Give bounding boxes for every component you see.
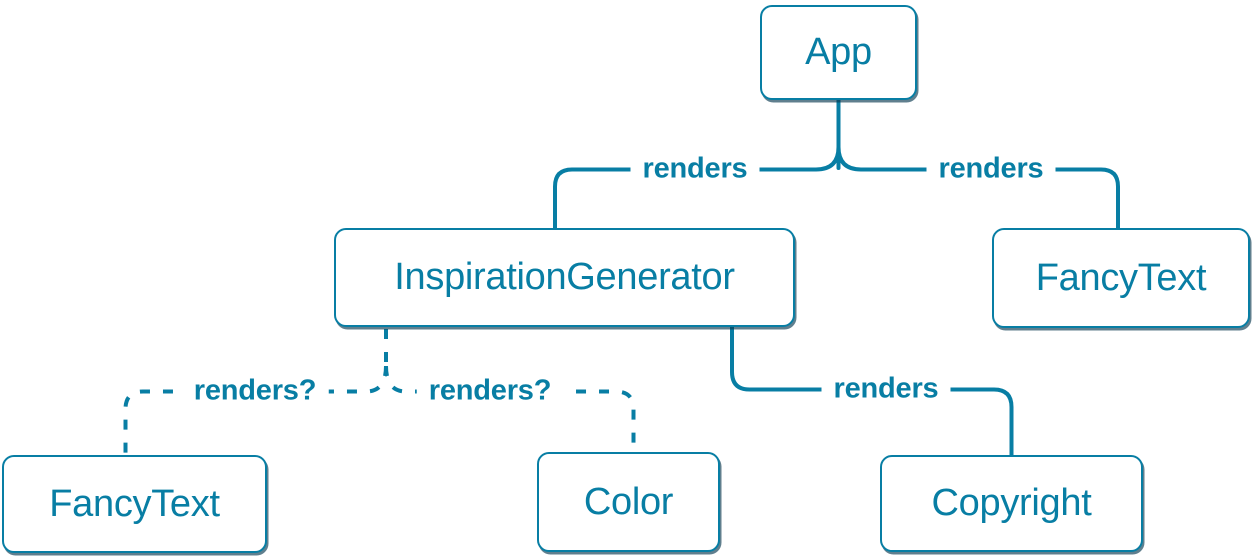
edge-label-renders-inspirationgenerator: renders — [630, 151, 760, 187]
node-fancy-text-bottom: FancyText — [2, 455, 267, 553]
node-copyright: Copyright — [880, 455, 1143, 552]
node-inspiration-generator: InspirationGenerator — [334, 228, 795, 327]
edge-label-renders-fancytext: renders — [926, 151, 1056, 187]
edge-label-renders-copyright: renders — [821, 371, 951, 407]
node-color-label: Color — [583, 480, 674, 523]
node-fancy-text-top: FancyText — [992, 228, 1250, 328]
node-copyright-label: Copyright — [931, 482, 1092, 524]
edge-label-renders-question-color: renders? — [416, 373, 564, 409]
edge-app-to-fancytext — [836, 145, 1120, 231]
edge-inspirationgenerator-to-fancytext-dashed — [123, 365, 388, 456]
node-app-label: App — [805, 31, 872, 73]
node-inspiration-generator-label: InspirationGenerator — [394, 256, 735, 298]
node-color: Color — [537, 452, 720, 552]
node-fancy-text-top-label: FancyText — [1035, 256, 1207, 299]
edge-label-renders-question-fancytext: renders? — [181, 373, 329, 409]
node-fancy-text-bottom-label: FancyText — [49, 482, 220, 525]
node-app: App — [760, 5, 917, 100]
